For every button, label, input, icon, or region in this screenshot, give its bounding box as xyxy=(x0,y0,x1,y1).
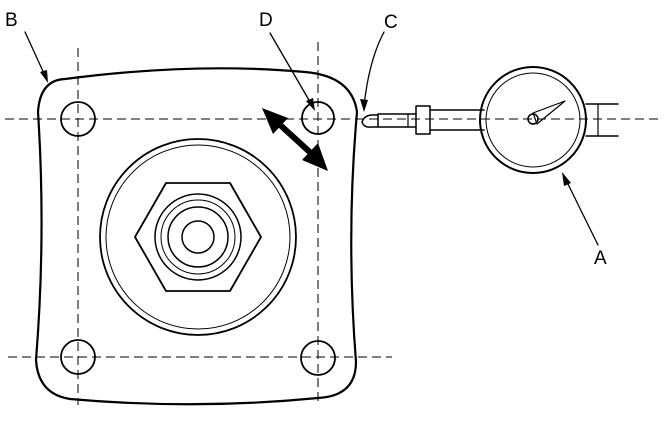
leader-lines xyxy=(24,31,599,246)
direction-arrow-head-upper xyxy=(262,108,288,134)
dial-gauge-inner xyxy=(485,72,581,168)
dial-indicator xyxy=(361,66,619,174)
direction-double-arrow xyxy=(262,108,328,171)
direction-arrow-head-lower xyxy=(302,143,328,171)
callout-label-c: C xyxy=(384,12,398,33)
hub-nut-hexagon xyxy=(134,182,262,292)
hub-nut-washer-outer xyxy=(154,193,242,281)
bolt-holes xyxy=(60,101,336,376)
dial-needle xyxy=(532,100,566,125)
callout-label-b: B xyxy=(5,10,18,31)
bolt-hole-top-right xyxy=(301,101,335,135)
leader-b-arrowhead xyxy=(40,70,48,83)
hub-stud-outer xyxy=(167,206,229,268)
hub-outer-ring xyxy=(99,138,297,336)
hub-center xyxy=(99,138,297,336)
bolt-hole-top-left xyxy=(60,101,96,137)
leader-d-line xyxy=(269,32,314,108)
hub-stud-inner xyxy=(181,220,215,254)
dial-needle-pivot xyxy=(527,113,539,125)
hub-nut-washer-inner xyxy=(160,199,236,275)
leader-c-line xyxy=(363,31,385,107)
bolt-hole-bottom-left xyxy=(60,339,96,375)
direction-arrow-shaft xyxy=(275,120,316,158)
leader-c-arrowhead xyxy=(360,99,368,112)
dial-probe-tip xyxy=(361,114,379,128)
hub-inner-ring xyxy=(105,144,291,330)
dial-gauge-outer xyxy=(479,66,587,174)
callout-label-d: D xyxy=(259,10,273,31)
leader-d-arrowhead xyxy=(306,98,315,111)
leader-a-arrowhead xyxy=(562,172,571,186)
leader-a-line xyxy=(563,175,599,246)
bolt-hole-bottom-right xyxy=(300,340,336,376)
callout-label-a: A xyxy=(594,248,607,269)
dial-collar xyxy=(415,105,431,135)
flange-outline xyxy=(34,67,359,406)
